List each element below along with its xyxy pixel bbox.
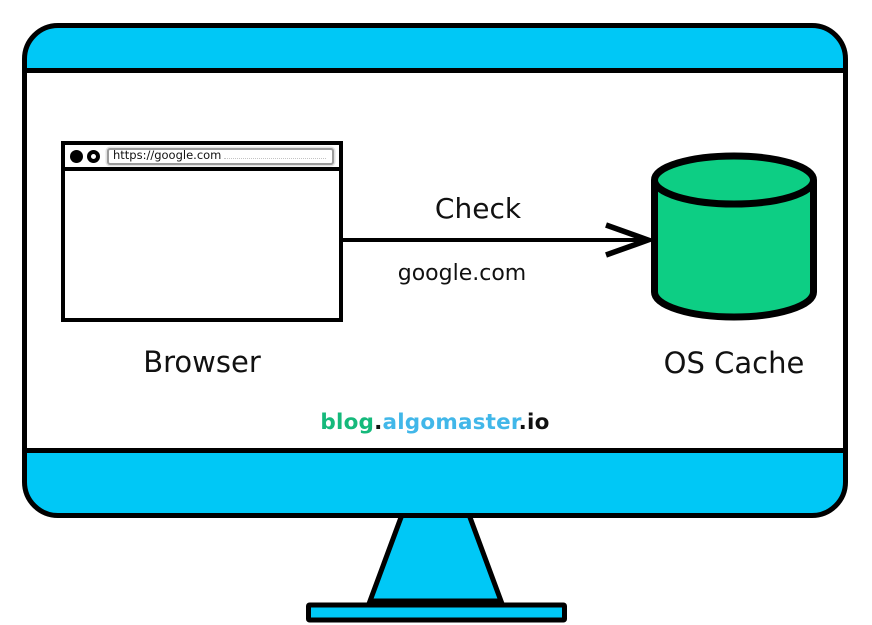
watermark: blog.algomaster.io	[22, 410, 848, 435]
url-bar: https://google.com	[107, 147, 334, 165]
browser-label: Browser	[143, 345, 261, 379]
database-cylinder-icon	[651, 152, 817, 321]
watermark-dot1: .	[374, 410, 383, 435]
os-cache-label: OS Cache	[663, 346, 805, 380]
watermark-algomaster: algomaster	[382, 410, 519, 435]
arrow-label-check: Check	[434, 192, 522, 225]
url-text: https://google.com	[113, 148, 222, 163]
check-arrow	[343, 222, 655, 258]
browser-titlebar: https://google.com	[65, 145, 339, 171]
watermark-io: io	[527, 410, 550, 435]
browser-button-outline-icon	[87, 149, 100, 163]
browser-button-filled-icon	[70, 149, 83, 163]
cylinder-body	[651, 180, 817, 321]
stand-base	[306, 602, 567, 623]
watermark-dot2: .	[518, 410, 528, 435]
url-underline	[224, 157, 326, 159]
arrow-label-domain: google.com	[397, 261, 527, 286]
cylinder-top	[651, 152, 817, 208]
browser-window: https://google.com	[61, 141, 343, 322]
watermark-blog: blog	[320, 410, 375, 435]
arrow-head-icon	[605, 222, 655, 258]
